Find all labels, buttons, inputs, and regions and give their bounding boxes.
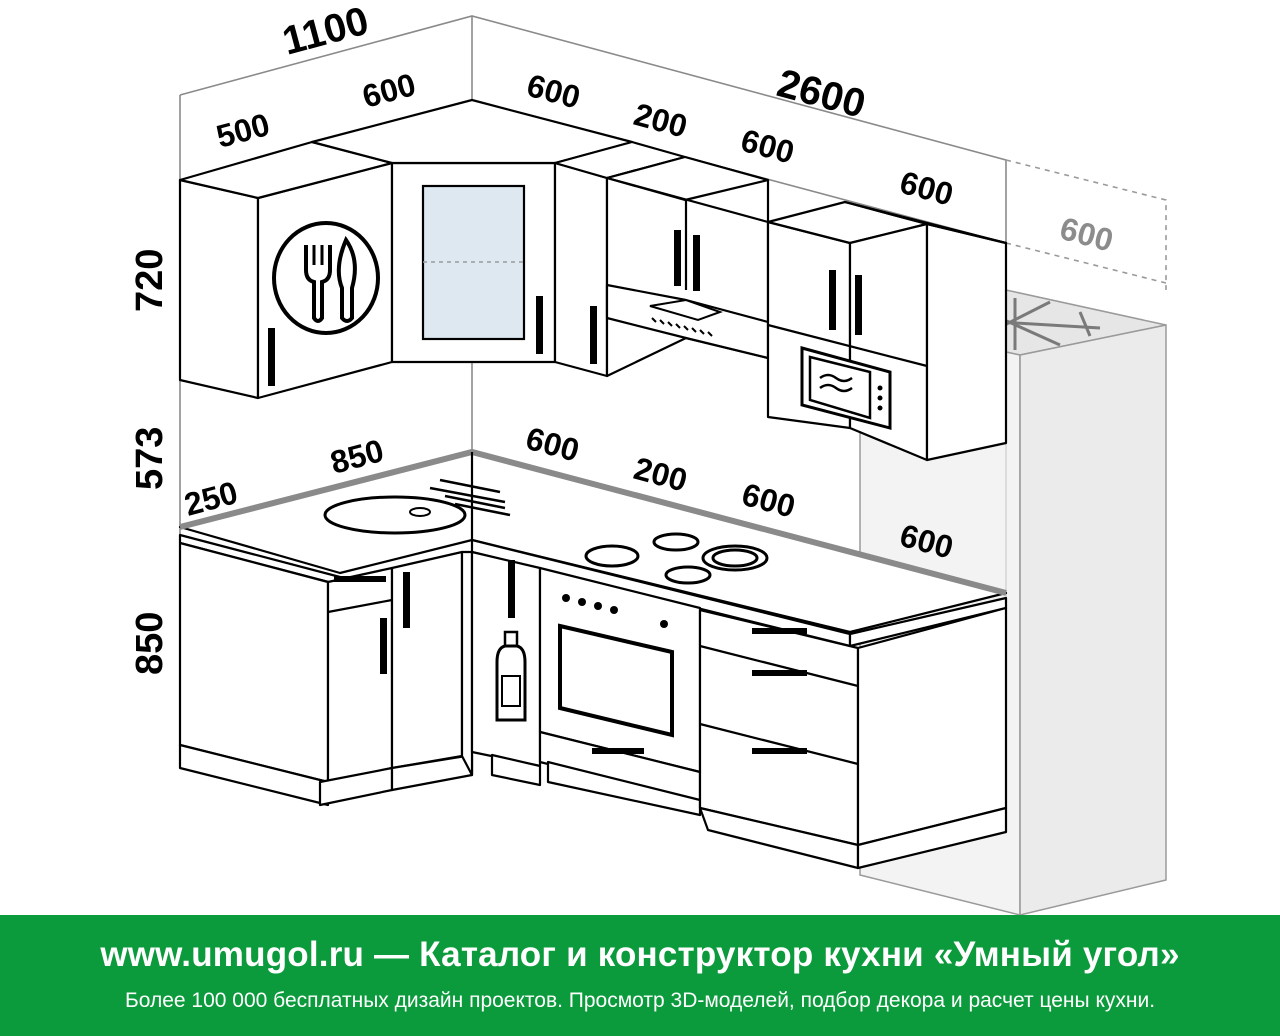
dim-counter-600-a: 600	[522, 420, 583, 469]
dim-wall-left-1100: 1100	[278, 0, 373, 64]
banner-title-link[interactable]: www.umugol.ru — Каталог и конструктор ку…	[100, 935, 1180, 974]
bottle-cabinet	[470, 550, 542, 787]
lower-cabinet-left	[178, 541, 394, 807]
dim-upper-500: 500	[212, 106, 273, 155]
upper-corner-glass-cabinet	[310, 98, 634, 364]
lower-drawers-cabinet	[698, 606, 1008, 870]
dim-upper-200: 200	[630, 96, 691, 145]
oven-icon	[558, 594, 674, 738]
kitchen-drawing: 1100 2600 500 600 600 200 600 600 600 72…	[129, 0, 1167, 915]
range-hood-cabinet	[605, 155, 770, 378]
countertop	[178, 448, 1008, 648]
dim-upper-600-c: 600	[896, 164, 957, 213]
sink-icon	[323, 478, 511, 535]
promo-banner: www.umugol.ru — Каталог и конструктор ку…	[0, 915, 1280, 1036]
fork-knife-icon	[272, 221, 380, 335]
dim-height-573: 573	[129, 427, 171, 490]
upper-cabinet-right-end	[843, 200, 1008, 462]
lower-corner-cabinet	[390, 550, 474, 792]
dim-upper-600-a: 600	[523, 67, 584, 116]
banner-subtitle: Более 100 000 бесплатных дизайн проектов…	[124, 989, 1156, 1012]
dim-counter-600-b: 600	[738, 476, 799, 525]
upper-cabinet-left-500	[178, 140, 394, 400]
bottle-icon	[495, 630, 527, 722]
dim-height-850: 850	[129, 612, 171, 675]
microwave-icon	[800, 346, 892, 430]
oven-cabinet	[538, 566, 702, 817]
upper-cabinet-200	[553, 140, 687, 378]
dim-wall-right-2600: 2600	[773, 61, 870, 127]
dim-fridge-600: 600	[1056, 210, 1117, 259]
dim-height-720: 720	[129, 249, 171, 312]
dim-counter-200: 200	[630, 450, 691, 499]
range-hood-icon	[649, 298, 723, 337]
dim-upper-600-left: 600	[358, 66, 419, 115]
upper-cabinet-microwave	[766, 200, 929, 462]
dim-upper-600-b: 600	[737, 122, 798, 171]
cooktop-icon	[584, 532, 769, 585]
